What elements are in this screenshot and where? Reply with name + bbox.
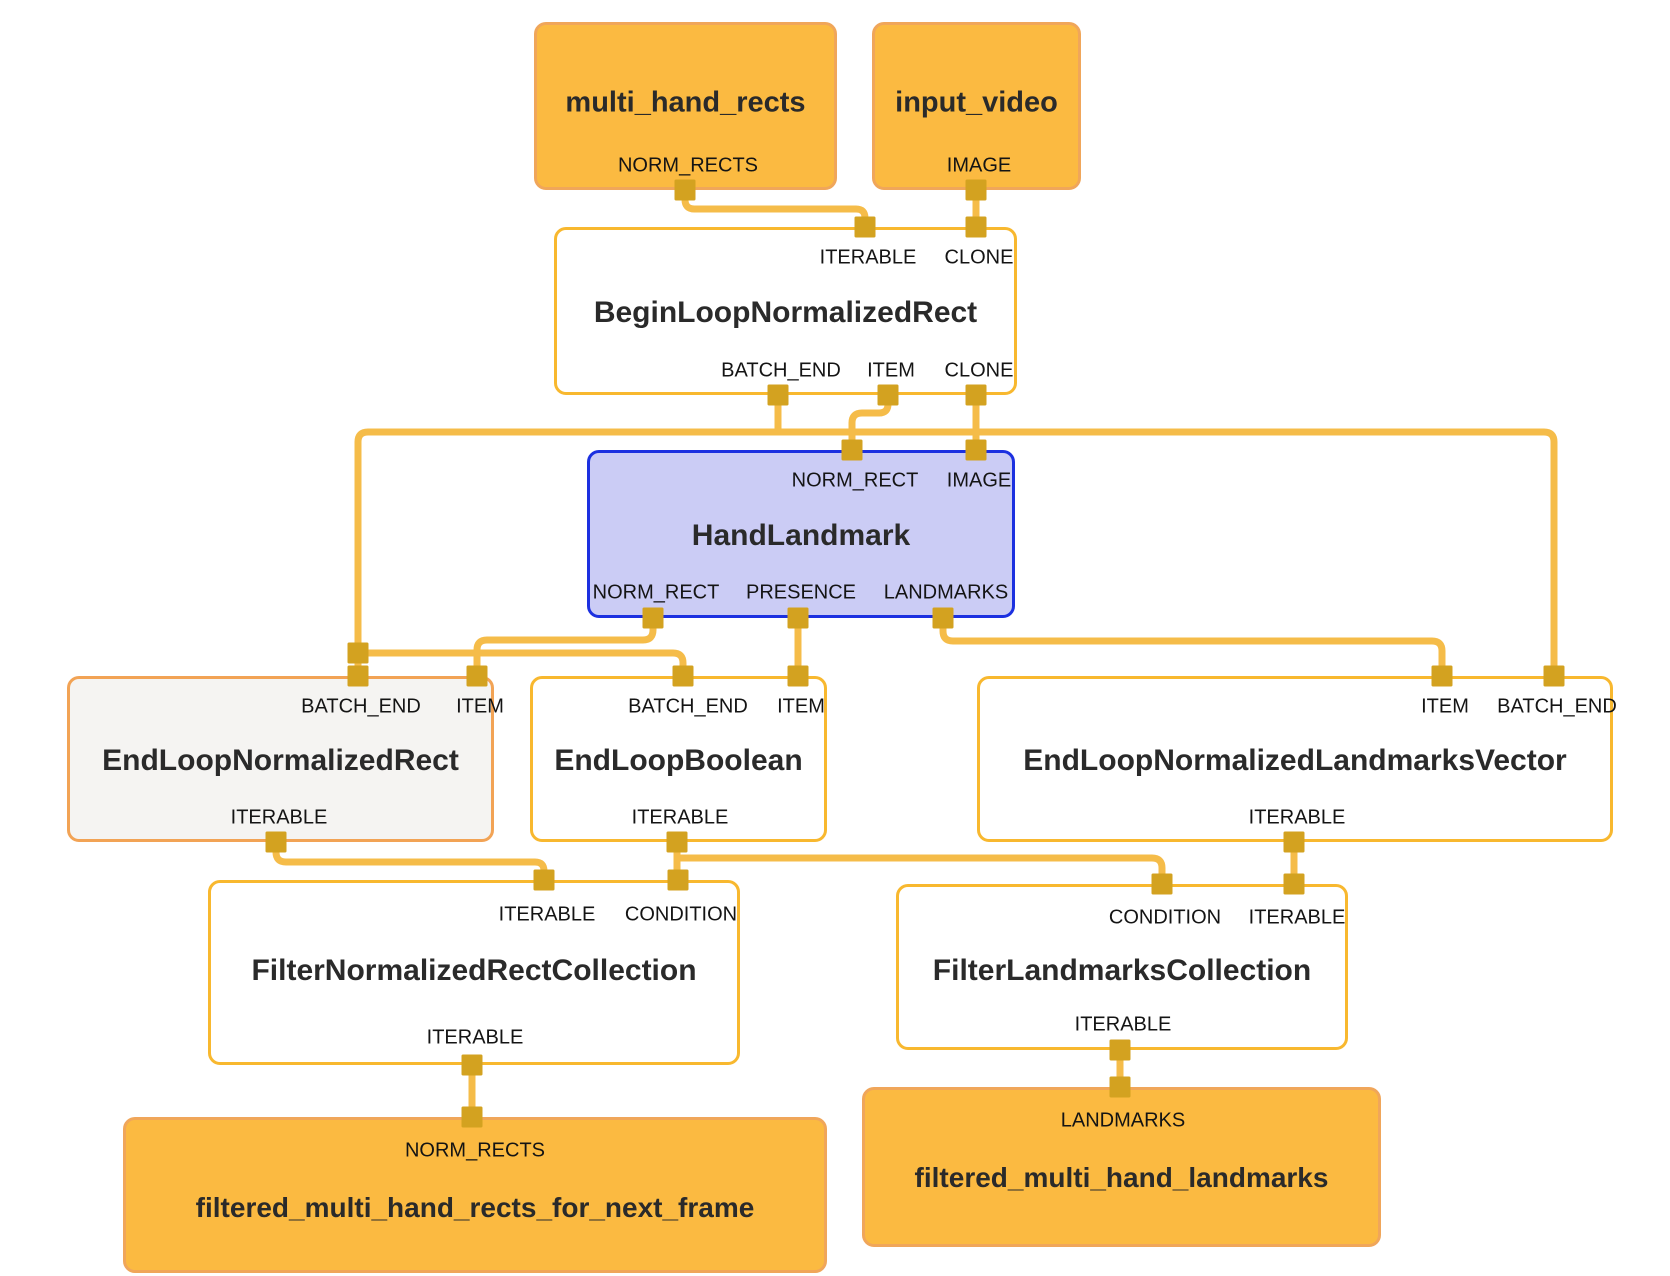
node-title-FilterLandmarksCollection: FilterLandmarksCollection [932,954,1312,987]
port-connector[interactable] [347,642,369,664]
port-label-batch_end: BATCH_END [628,695,748,718]
node-title-EndLoopNormalizedRect: EndLoopNormalizedRect [102,744,459,777]
node-title-multi_hand_rects: multi_hand_rects [565,86,806,119]
port-label-batch_end: BATCH_END [1497,695,1617,718]
port-label-condition: CONDITION [1108,906,1222,929]
port-label-batch_end: BATCH_END [301,695,421,718]
node-filtered_multi_hand_landmarks[interactable]: filtered_multi_hand_landmarks LANDMARKS [862,1087,1381,1247]
port-label-image: IMAGE [946,469,1012,492]
wire-batch_end-trunk-right[interactable] [778,428,1558,676]
node-title-EndLoopNormalizedLandmarksVector: EndLoopNormalizedLandmarksVector [1023,744,1567,777]
node-title-BeginLoopNormalizedRect: BeginLoopNormalizedRect [593,296,978,329]
port-connector[interactable] [347,665,369,687]
port-label-image: IMAGE [946,154,1012,177]
port-connector[interactable] [1283,831,1305,853]
wire-norm_rect-to-endloop-item[interactable] [473,618,657,676]
wire-condition-branch-right[interactable] [677,854,1166,884]
port-connector[interactable] [1431,665,1453,687]
port-connector[interactable] [1283,873,1305,895]
port-label-item: ITEM [867,359,915,382]
wire-endlooprect-iterable[interactable] [272,842,548,880]
port-label-landmarks: LANDMARKS [883,581,1009,604]
wire-norm_rects-to-iterable[interactable] [681,190,869,227]
port-connector[interactable] [1151,873,1173,895]
port-connector[interactable] [932,607,954,629]
port-label-condition: CONDITION [624,903,738,926]
port-label-norm_rect: NORM_RECT [791,469,919,492]
port-connector[interactable] [1109,1039,1131,1061]
port-connector[interactable] [965,179,987,201]
node-title-filtered_multi_hand_rects_for_next_frame: filtered_multi_hand_rects_for_next_frame [195,1192,755,1223]
port-connector[interactable] [642,607,664,629]
port-connector[interactable] [667,869,689,891]
port-connector[interactable] [466,665,488,687]
port-connector[interactable] [461,1106,483,1128]
port-label-iterable: ITERABLE [498,903,596,926]
port-label-item: ITEM [456,695,504,718]
port-connector[interactable] [854,216,876,238]
port-label-norm_rect: NORM_RECT [592,581,720,604]
port-connector[interactable] [533,869,555,891]
node-title-filtered_multi_hand_landmarks: filtered_multi_hand_landmarks [914,1162,1329,1193]
node-title-FilterNormalizedRectCollection: FilterNormalizedRectCollection [251,954,697,987]
port-connector[interactable] [461,1054,483,1076]
port-label-item: ITEM [1421,695,1469,718]
node-title-EndLoopBoolean: EndLoopBoolean [554,744,803,777]
node-title-HandLandmark: HandLandmark [691,519,911,552]
node-title-input_video: input_video [895,86,1058,119]
port-connector[interactable] [965,216,987,238]
port-connector[interactable] [767,384,789,406]
port-connector[interactable] [672,665,694,687]
port-label-iterable: ITERABLE [426,1026,524,1049]
wire-batch_end-branch-boolean[interactable] [358,649,687,676]
port-label-clone: CLONE [944,359,1014,382]
port-label-clone: CLONE [944,246,1014,269]
port-label-landmarks: LANDMARKS [1060,1109,1186,1132]
port-connector[interactable] [1109,1076,1131,1098]
port-label-iterable: ITERABLE [1248,806,1346,829]
port-connector[interactable] [841,439,863,461]
port-label-iterable: ITERABLE [819,246,917,269]
port-connector[interactable] [965,384,987,406]
port-connector[interactable] [1543,665,1565,687]
port-label-iterable: ITERABLE [1248,906,1346,929]
port-connector[interactable] [265,831,287,853]
wire-batch_end-trunk-left[interactable] [354,428,778,676]
node-filtered_multi_hand_rects_for_next_frame[interactable]: filtered_multi_hand_rects_for_next_frame… [123,1117,827,1273]
port-label-norm_rects: NORM_RECTS [404,1139,546,1162]
port-label-iterable: ITERABLE [1074,1013,1172,1036]
port-connector[interactable] [674,179,696,201]
port-label-batch_end: BATCH_END [721,359,841,382]
port-connector[interactable] [787,607,809,629]
wire-item-to-norm_rect[interactable] [848,395,892,450]
port-label-iterable: ITERABLE [631,806,729,829]
wire-landmarks-to-item[interactable] [939,618,1446,676]
port-connector[interactable] [877,384,899,406]
port-connector[interactable] [965,439,987,461]
port-label-item: ITEM [777,695,825,718]
port-label-iterable: ITERABLE [230,806,328,829]
port-connector[interactable] [666,831,688,853]
port-label-presence: PRESENCE [745,581,857,604]
port-connector[interactable] [787,665,809,687]
node-EndLoopBoolean[interactable]: EndLoopBoolean BATCH_END ITEM ITERABLE [530,676,827,842]
port-label-norm_rects: NORM_RECTS [617,154,759,177]
